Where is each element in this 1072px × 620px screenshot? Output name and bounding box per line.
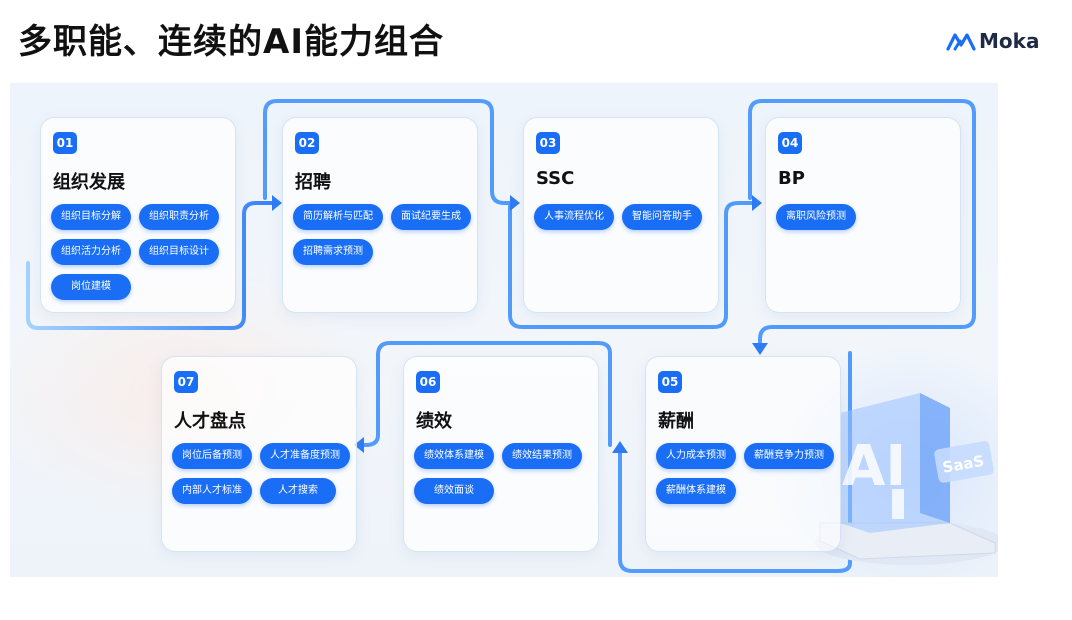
step-number: 05 [658,371,682,393]
flow-path [26,99,976,573]
capability-pill[interactable]: 人才搜索 [260,478,336,504]
capability-pill[interactable]: 招聘需求预测 [293,239,373,265]
capability-pill[interactable]: 岗位建模 [51,274,131,300]
capability-pill[interactable]: 离职风险预测 [776,204,856,230]
capability-pill[interactable]: 人事流程优化 [534,204,614,230]
card-title: 人才盘点 [174,411,246,432]
step-number: 02 [295,132,319,154]
card-title: 组织发展 [53,172,125,193]
capability-pill[interactable]: 组织活力分析 [51,239,131,265]
card-org-development: 01 组织发展 组织目标分解 组织职责分析 组织活力分析 组织目标设计 岗位建模 [40,117,236,313]
card-title: 薪酬 [658,411,694,432]
card-ssc: 03 SSC 人事流程优化 智能问答助手 [523,117,719,313]
capability-panel: AI SaaS 01 组织发展 组织目标分解 组织职责分析 组织活力分析 组织目… [10,83,998,577]
capability-pill[interactable]: 智能问答助手 [622,204,702,230]
capability-pill[interactable]: 绩效结果预测 [502,443,582,469]
step-number: 06 [416,371,440,393]
ai-label: AI [842,434,906,499]
capability-pill[interactable]: 薪酬体系建模 [656,478,736,504]
page-title: 多职能、连续的AI能力组合 [18,22,444,62]
moka-logo: Moka [946,28,1039,54]
card-performance: 06 绩效 绩效体系建模 绩效结果预测 绩效面谈 [403,356,599,552]
capability-pill[interactable]: 简历解析与匹配 [293,204,383,230]
card-talent-review: 07 人才盘点 岗位后备预测 人才准备度预测 内部人才标准 人才搜索 [161,356,357,552]
capability-pill[interactable]: 面试纪要生成 [391,204,471,230]
moka-m-icon [946,33,976,51]
card-bp: 04 BP 离职风险预测 [765,117,961,313]
step-number: 01 [53,132,77,154]
capability-pill[interactable]: 人力成本预测 [656,443,736,469]
capability-pill[interactable]: 绩效面谈 [414,478,494,504]
step-number: 04 [778,132,802,154]
capability-pill[interactable]: 岗位后备预测 [172,443,252,469]
card-recruiting: 02 招聘 简历解析与匹配 面试纪要生成 招聘需求预测 [282,117,478,313]
step-number: 03 [536,132,560,154]
card-title: BP [778,168,805,189]
capability-pill[interactable]: 绩效体系建模 [414,443,494,469]
card-title: 绩效 [416,411,452,432]
capability-pill[interactable]: 组织职责分析 [139,204,219,230]
logo-text: Moka [979,29,1040,53]
card-compensation: 05 薪酬 人力成本预测 薪酬竞争力预测 薪酬体系建模 [645,356,841,552]
capability-pill[interactable]: 组织目标设计 [139,239,219,265]
capability-pill[interactable]: 组织目标分解 [51,204,131,230]
ai-saas-illustration: AI SaaS [815,393,998,565]
card-title: SSC [536,168,575,189]
card-title: 招聘 [295,172,331,193]
capability-pill[interactable]: 内部人才标准 [172,478,252,504]
step-number: 07 [174,371,198,393]
capability-pill[interactable]: 薪酬竞争力预测 [744,443,834,469]
capability-pill[interactable]: 人才准备度预测 [260,443,350,469]
